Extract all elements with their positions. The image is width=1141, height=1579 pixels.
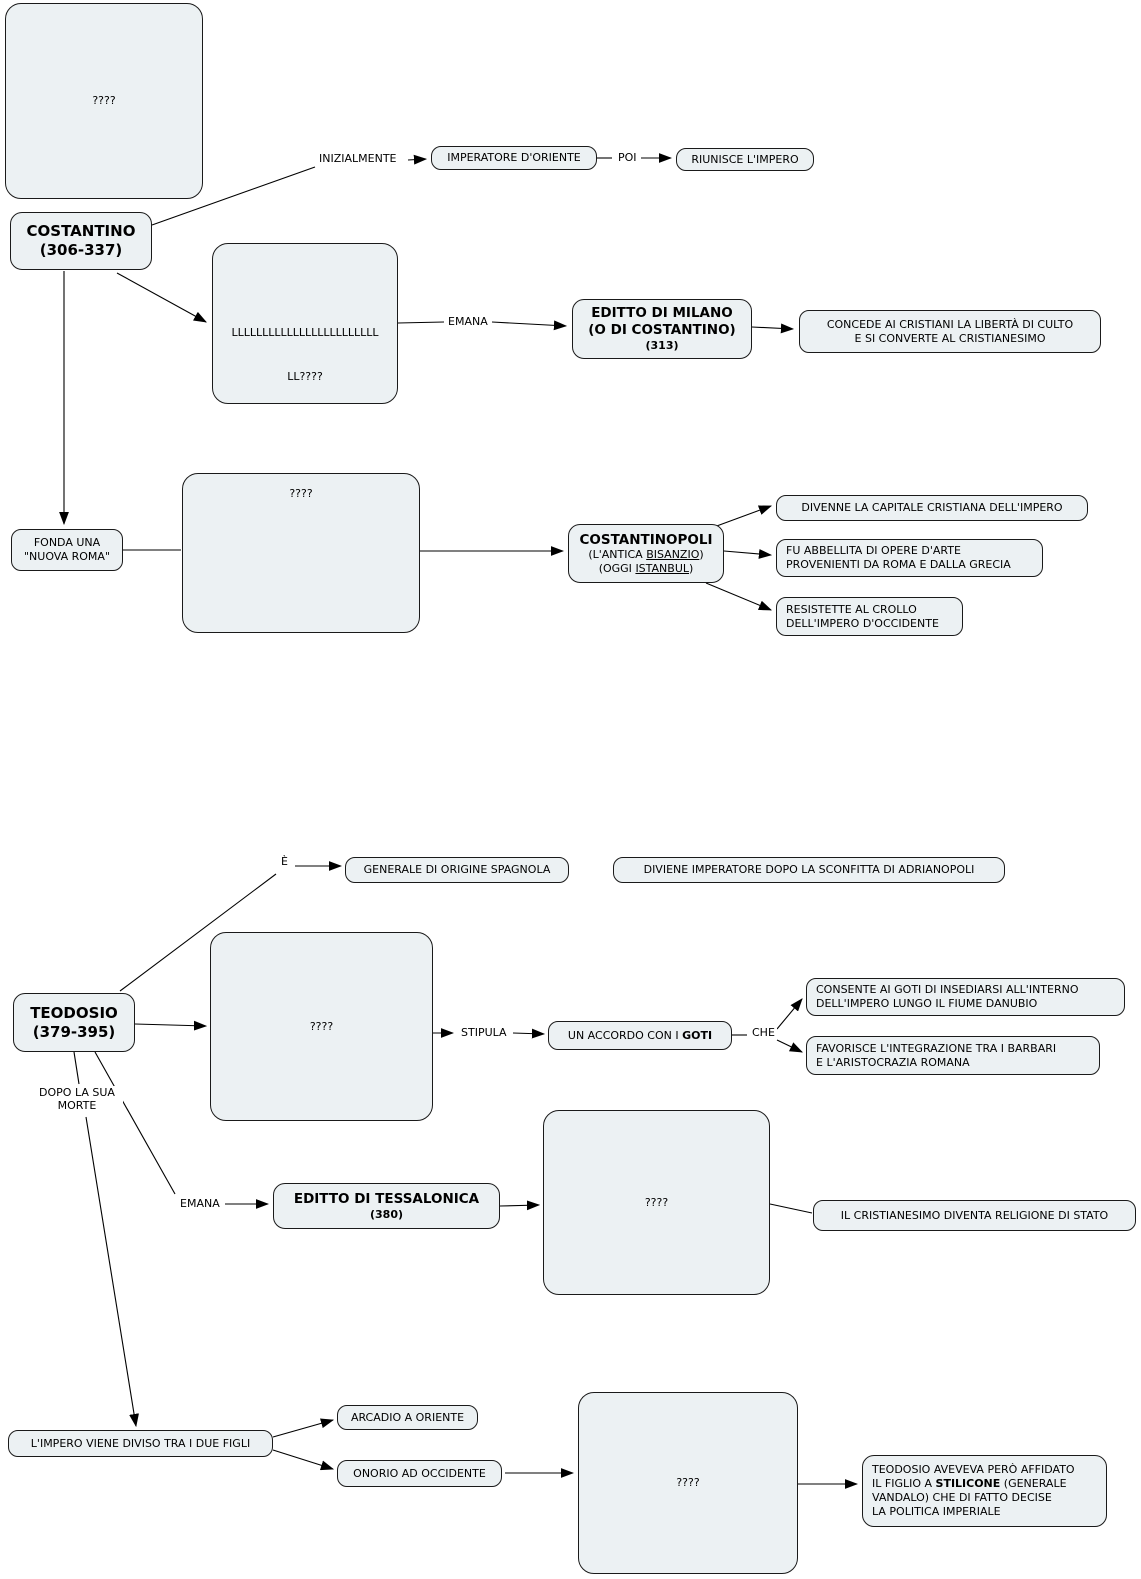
placeholder-box-2[interactable]: ???? [182,473,420,633]
link-label-emana-2[interactable]: EMANA [178,1197,222,1210]
node-cristianesimo-religione[interactable]: IL CRISTIANESIMO DIVENTA RELIGIONE DI ST… [813,1200,1136,1231]
link-label-dopo-la-sua-morte[interactable]: DOPO LA SUA MORTE [31,1086,123,1112]
node-costantino[interactable]: COSTANTINO (306-337) [10,212,152,270]
connectors [59,153,859,1489]
teodosio-dates: (379-395) [32,1022,116,1041]
costantino-dates: (306-337) [39,241,123,259]
link-label-che[interactable]: CHE [750,1026,777,1039]
placeholder-box-4[interactable]: ???? [543,1110,770,1295]
node-stilicone[interactable]: TEODOSIO AVEVEVA PERÒ AFFIDATO IL FIGLIO… [862,1455,1107,1527]
placeholder-box-5[interactable]: ???? [578,1392,798,1574]
node-consente-goti[interactable]: CONSENTE AI GOTI DI INSEDIARSI ALL'INTER… [806,978,1125,1016]
placeholder-text: ???? [644,1195,669,1209]
placeholder-text: ???? [676,1476,700,1489]
node-favorisce-integrazione[interactable]: FAVORISCE L'INTEGRAZIONE TRA I BARBARI E… [806,1036,1100,1075]
goti-bold: GOTI [682,1028,713,1042]
stilicone-bold: STILICONE [935,1477,1001,1490]
node-arcadio-oriente[interactable]: ARCADIO A ORIENTE [337,1405,478,1430]
placeholder-text: ???? [289,487,313,500]
link-label-inizialmente[interactable]: INIZIALMENTE [317,152,399,165]
placeholder-text: ???? [92,94,116,107]
placeholder-l-line: LLLLLLLLLLLLLLLLLLLLLLLL [231,326,379,339]
node-concede-cristiani[interactable]: CONCEDE AI CRISTIANI LA LIBERTÀ DI CULTO… [799,310,1101,353]
node-editto-milano[interactable]: EDITTO DI MILANO (O DI COSTANTINO) (313) [572,299,752,359]
node-fu-abbellita[interactable]: FU ABBELLITA DI OPERE D'ARTE PROVENIENTI… [776,539,1043,577]
node-diviene-imperatore[interactable]: DIVIENE IMPERATORE DOPO LA SCONFITTA DI … [613,857,1005,883]
node-resistette-crollo[interactable]: RESISTETTE AL CROLLO DELL'IMPERO D'OCCID… [776,597,963,636]
link-label-poi[interactable]: POI [616,151,639,164]
placeholder-box-3[interactable]: ???? [210,932,433,1121]
node-onorio-occidente[interactable]: ONORIO AD OCCIDENTE [337,1460,502,1487]
bisanzio-link: BISANZIO [646,547,700,561]
placeholder-text: ???? [309,1019,334,1033]
placeholder-box-l[interactable]: LLLLLLLLLLLLLLLLLLLLLLLL LL???? [212,243,398,404]
teodosio-name: TEODOSIO [30,1003,118,1022]
node-imperatore-oriente[interactable]: IMPERATORE D'ORIENTE [431,146,597,170]
node-teodosio[interactable]: TEODOSIO (379-395) [13,993,135,1052]
link-label-stipula[interactable]: STIPULA [459,1026,509,1039]
node-impero-diviso[interactable]: L'IMPERO VIENE DIVISO TRA I DUE FIGLI [8,1430,273,1457]
node-costantinopoli[interactable]: COSTANTINOPOLI (L'ANTICA BISANZIO) (OGGI… [568,524,724,583]
link-label-e[interactable]: È [279,855,290,868]
placeholder-l-question: LL???? [287,370,323,383]
node-divenne-capitale[interactable]: DIVENNE LA CAPITALE CRISTIANA DELL'IMPER… [776,495,1088,521]
istanbul-link: ISTANBUL [635,561,690,575]
placeholder-box-1[interactable]: ???? [5,3,203,199]
costantino-name: COSTANTINO [26,222,136,240]
node-accordo-goti[interactable]: UN ACCORDO CON I GOTI [548,1021,732,1050]
node-riunisce-impero[interactable]: RIUNISCE L'IMPERO [676,148,814,171]
node-editto-tessalonica[interactable]: EDITTO DI TESSALONICA (380) [273,1183,500,1229]
link-label-emana-1[interactable]: EMANA [446,315,490,328]
node-generale-spagnola[interactable]: GENERALE DI ORIGINE SPAGNOLA [345,857,569,883]
node-fonda-nuova-roma[interactable]: FONDA UNA "NUOVA ROMA" [11,529,123,571]
